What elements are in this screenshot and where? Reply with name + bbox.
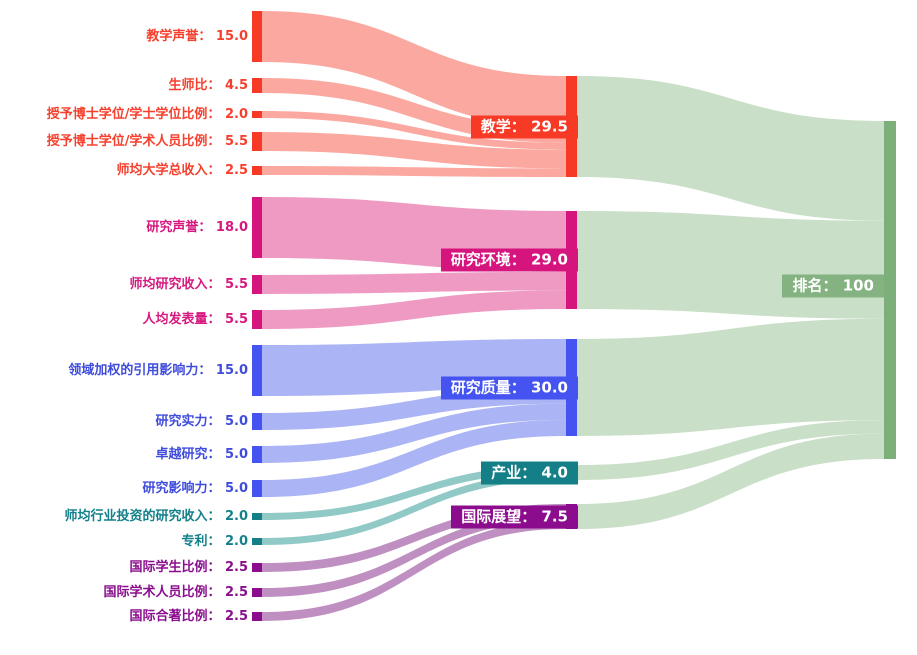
flow-research-excellence-to-research-quality[interactable] (262, 403, 566, 463)
field-weighted-citation-impact-label: 领域加权的引用影响力： 15.0 (68, 362, 248, 378)
student-staff-ratio-node[interactable] (252, 78, 262, 93)
research-excellence-label: 卓越研究： 5.0 (155, 446, 248, 462)
doctorate-staff-ratio-node[interactable] (252, 132, 262, 151)
international-staff-label: 国际学术人员比例： 2.5 (103, 584, 248, 600)
flow-research-quality-to-rank[interactable] (577, 318, 884, 436)
international-coauthorship-label: 国际合著比例： 2.5 (129, 608, 248, 624)
flow-teaching-reputation-to-teaching[interactable] (262, 11, 566, 128)
flow-international-students-to-international-outlook[interactable] (262, 504, 566, 572)
patents-node[interactable] (252, 538, 262, 545)
research-reputation-label: 研究声誉： 18.0 (146, 219, 248, 235)
flow-international-outlook-to-rank[interactable] (577, 433, 884, 529)
flow-industry-income-to-industry[interactable] (262, 465, 566, 520)
flow-doctorate-bachelor-ratio-to-teaching[interactable] (262, 111, 566, 150)
international-outlook-label: 国际展望： 7.5 (451, 505, 578, 528)
flow-industry-to-rank[interactable] (577, 420, 884, 480)
flow-international-staff-to-international-outlook[interactable] (262, 512, 566, 597)
flow-research-influence-to-research-quality[interactable] (262, 419, 566, 497)
flow-research-productivity-to-research-environment[interactable] (262, 290, 566, 329)
teaching-label: 教学： 29.5 (470, 115, 578, 138)
research-strength-node[interactable] (252, 413, 262, 430)
doctorate-bachelor-ratio-node[interactable] (252, 111, 262, 118)
research-strength-label: 研究实力： 5.0 (155, 413, 248, 429)
flow-international-coauthorship-to-international-outlook[interactable] (262, 520, 566, 621)
rank-label: 排名： 100 (782, 274, 884, 298)
research-income-node[interactable] (252, 275, 262, 294)
flow-teaching-to-rank[interactable] (577, 76, 884, 221)
doctorate-staff-ratio-label: 授予博士学位/学术人员比例： 5.5 (46, 133, 248, 149)
industry-income-node[interactable] (252, 513, 262, 520)
student-staff-ratio-label: 生师比： 4.5 (168, 77, 248, 93)
doctorate-bachelor-ratio-label: 授予博士学位/学士学位比例： 2.0 (46, 106, 248, 122)
rank-node[interactable] (884, 121, 896, 459)
research-influence-label: 研究影响力： 5.0 (142, 480, 248, 496)
international-staff-node[interactable] (252, 588, 262, 597)
teaching-reputation-node[interactable] (252, 11, 262, 62)
flow-patents-to-industry[interactable] (262, 472, 566, 546)
flow-institutional-income-to-teaching[interactable] (262, 166, 566, 177)
international-students-label: 国际学生比例： 2.5 (129, 559, 248, 575)
research-environment-label: 研究环境： 29.0 (440, 248, 578, 272)
flow-research-income-to-research-environment[interactable] (262, 271, 566, 294)
research-productivity-node[interactable] (252, 310, 262, 329)
research-productivity-label: 人均发表量： 5.5 (142, 311, 248, 327)
research-excellence-node[interactable] (252, 446, 262, 463)
field-weighted-citation-impact-node[interactable] (252, 345, 262, 396)
research-influence-node[interactable] (252, 480, 262, 497)
flow-doctorate-staff-ratio-to-teaching[interactable] (262, 132, 566, 169)
institutional-income-label: 师均大学总收入： 2.5 (116, 162, 248, 178)
flow-research-environment-to-rank[interactable] (577, 211, 884, 319)
teaching-reputation-label: 教学声誉： 15.0 (146, 28, 248, 44)
international-students-node[interactable] (252, 563, 262, 572)
research-quality-label: 研究质量： 30.0 (440, 376, 578, 399)
institutional-income-node[interactable] (252, 166, 262, 175)
research-income-label: 师均研究收入： 5.5 (129, 276, 248, 292)
patents-label: 专利： 2.0 (181, 533, 248, 549)
research-reputation-node[interactable] (252, 197, 262, 258)
international-coauthorship-node[interactable] (252, 612, 262, 621)
industry-income-label: 师均行业投资的研究收入： 2.0 (64, 508, 248, 524)
industry-label: 产业： 4.0 (481, 461, 578, 484)
